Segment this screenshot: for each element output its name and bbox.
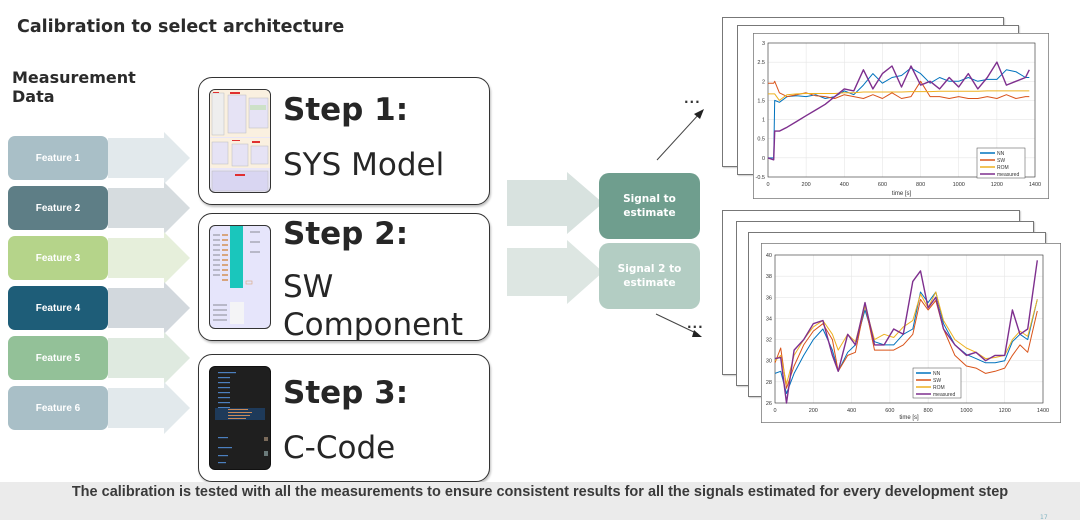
feature-4-box: Feature 4: [8, 286, 108, 330]
x-tick-label: 200: [802, 182, 811, 188]
x-tick-label: 1000: [960, 408, 972, 414]
y-tick-label: 2: [762, 79, 765, 85]
series-line-SW: [768, 80, 1030, 99]
x-tick-label: 400: [840, 182, 849, 188]
step-1-card: Step 1: SYS Model: [198, 77, 490, 205]
ellipsis-top: ...: [684, 92, 701, 106]
feature-6-arrow: [108, 382, 190, 434]
feature-5-box: Feature 5: [8, 336, 108, 380]
legend-label-SW: SW: [933, 378, 941, 384]
step-3-name: C-Code: [283, 430, 396, 466]
footer-note: The calibration is tested with all the m…: [0, 482, 1080, 520]
legend-label-ROM: ROM: [933, 385, 945, 391]
arrow-to-signal-1: [507, 172, 603, 234]
series-line-SW: [774, 298, 1038, 389]
feature-5-arrow: [108, 332, 190, 384]
y-tick-label: 34: [766, 316, 772, 322]
y-tick-label: 1.5: [757, 98, 765, 104]
legend-label-NN: NN: [933, 371, 941, 377]
y-tick-label: 26: [766, 401, 772, 407]
series-line-measured: [767, 61, 1030, 161]
series-line-ROM: [768, 90, 1030, 101]
x-tick-label: 600: [885, 408, 894, 414]
y-tick-label: 30: [766, 359, 772, 365]
step-2-name-line1: SW: [283, 269, 334, 305]
system-model-thumbnail: [209, 89, 271, 193]
y-tick-label: 2.5: [757, 60, 765, 66]
y-tick-label: 28: [766, 380, 772, 386]
plot-area: [774, 254, 1044, 404]
arrow-to-chart-2: [655, 313, 702, 337]
x-tick-label: 1200: [999, 408, 1011, 414]
signal-2-box: Signal 2 to estimate: [599, 243, 700, 309]
y-tick-label: 38: [766, 274, 772, 280]
y-tick-label: 3: [762, 41, 765, 47]
step-2-name-line2: Component: [283, 307, 463, 341]
series-line-ROM: [774, 291, 1038, 385]
x-tick-label: 1000: [953, 182, 965, 188]
feature-2-arrow: [108, 182, 190, 234]
software-component-thumbnail: [209, 225, 271, 329]
feature-4-arrow: [108, 282, 190, 334]
step-1-title: Step 1:: [283, 92, 409, 128]
y-tick-label: 0: [762, 156, 765, 162]
chart-2: 0 200 400 600 800 1000 1200 1400 26 28 30 32 34 36 38 4…: [761, 243, 1061, 423]
plot-area: [767, 42, 1036, 178]
y-tick-label: -0.5: [756, 175, 765, 181]
feature-3-arrow: [108, 232, 190, 284]
step-2-title: Step 2:: [283, 216, 409, 252]
page-number: 17: [1040, 514, 1048, 521]
feature-6-box: Feature 6: [8, 386, 108, 430]
slide-title: Calibration to select architecture: [17, 17, 345, 37]
x-tick-label: 1400: [1037, 408, 1049, 414]
x-axis-label: time [s]: [899, 415, 919, 421]
y-tick-label: 36: [766, 295, 772, 301]
x-tick-label: 1200: [991, 182, 1003, 188]
x-tick-label: 0: [766, 182, 769, 188]
measurement-data-label: Measurement Data: [12, 68, 136, 106]
arrow-to-signal-2: [507, 240, 603, 304]
chart-frame: [761, 243, 1061, 423]
y-tick-label: 1: [762, 118, 765, 124]
x-tick-label: 600: [878, 182, 887, 188]
y-tick-label: 32: [766, 338, 772, 344]
x-tick-label: 400: [847, 408, 856, 414]
series-line-measured: [774, 260, 1038, 404]
legend-label-NN: NN: [997, 151, 1005, 157]
x-tick-label: 800: [916, 182, 925, 188]
x-tick-label: 200: [809, 408, 818, 414]
arrow-to-chart-1: [656, 109, 704, 161]
legend-label-ROM: ROM: [997, 165, 1009, 171]
y-tick-label: 0.5: [757, 137, 765, 143]
feature-1-box: Feature 1: [8, 136, 108, 180]
step-3-title: Step 3:: [283, 375, 409, 411]
legend-label-measured: measured: [997, 172, 1019, 178]
x-tick-label: 0: [773, 408, 776, 414]
feature-1-arrow: [108, 132, 190, 184]
signal-1-box: Signal to estimate: [599, 173, 700, 239]
series-line-NN: [768, 67, 1030, 159]
ellipsis-bottom: ...: [687, 317, 704, 331]
step-3-card: Step 3: C-Code: [198, 354, 490, 482]
step-2-card: Step 2: SW Component: [198, 213, 490, 341]
feature-2-box: Feature 2: [8, 186, 108, 230]
x-axis-label: time [s]: [892, 191, 912, 197]
code-editor-thumbnail: [209, 366, 271, 470]
legend-label-measured: measured: [933, 392, 955, 398]
x-tick-label: 800: [924, 408, 933, 414]
step-1-name: SYS Model: [283, 147, 445, 183]
x-tick-label: 1400: [1029, 182, 1041, 188]
feature-3-box: Feature 3: [8, 236, 108, 280]
y-tick-label: 40: [766, 253, 772, 259]
legend-label-SW: SW: [997, 158, 1005, 164]
